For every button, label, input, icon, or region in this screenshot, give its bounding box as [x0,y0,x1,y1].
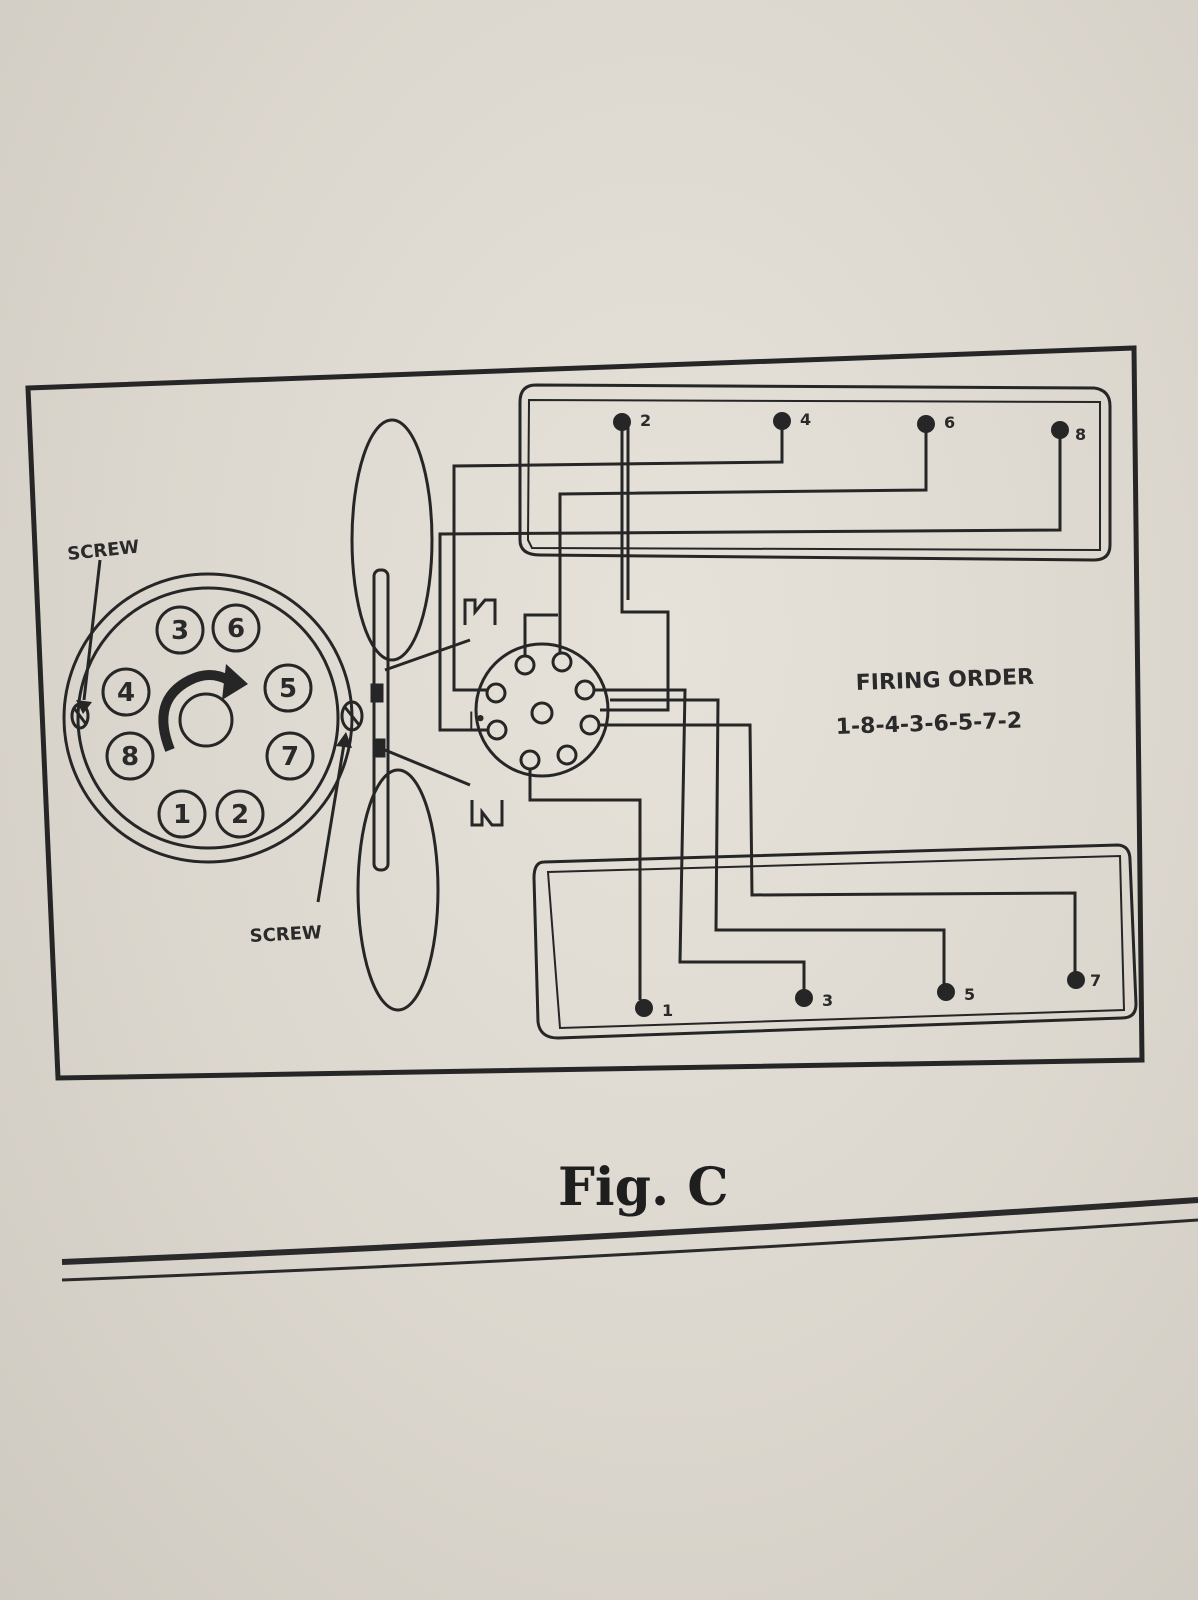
cap-terminal-label-6: 6 [227,614,245,644]
distributor-cap-large [62,559,364,903]
plug-wires-top [438,426,1062,732]
plug-label-2: 2 [640,411,651,430]
cap-terminal-2 [215,789,265,839]
cap-terminal-6 [211,603,261,653]
figure-caption: Fig. C [558,1157,729,1218]
cap-terminal-label-3: 3 [171,616,189,646]
spark-plug-7 [1067,971,1085,989]
plug-label-5: 5 [964,985,975,1004]
screw-label-bottom: SCREW [249,922,322,947]
cap-terminal-label-8: 8 [121,742,139,772]
distributor-cap-small [474,642,610,778]
spark-plugs-top [613,412,1069,439]
engine-bank-bottom [532,843,1138,1040]
plug-label-8: 8 [1075,425,1086,444]
spark-plug-1 [635,999,653,1017]
plug-label-7: 7 [1090,971,1101,990]
spark-plug-2 [613,413,631,431]
cap-terminal-label-2: 2 [231,800,249,830]
fan [350,418,440,1012]
cap-terminal-label-4: 4 [117,678,135,708]
cap-terminal-7 [265,731,315,781]
firing-order-title: FIRING ORDER [855,665,1034,696]
cap-marker: |• [468,709,486,730]
spark-plug-3 [795,989,813,1007]
engine-bank-top [518,383,1112,562]
screw-label-top: SCREW [66,537,140,565]
spark-plugs-bottom [635,971,1085,1017]
spark-plug-4 [773,412,791,430]
plug-label-6: 6 [944,413,955,432]
cap-terminal-5 [263,663,313,713]
figure-frame [25,345,1145,1081]
spark-plug-5 [937,983,955,1001]
cap-terminal-label-5: 5 [279,674,297,704]
cap-terminal-label-7: 7 [281,742,299,772]
firing-order-sequence: 1-8-4-3-6-5-7-2 [835,709,1022,740]
cap-terminal-1 [157,789,207,839]
spark-plug-6 [917,415,935,433]
plug-label-3: 3 [822,991,833,1010]
plug-label-4: 4 [800,410,811,429]
plug-label-1: 1 [662,1001,673,1020]
cap-terminal-3 [155,605,205,655]
section-divider [61,1197,1198,1282]
cap-terminal-8 [105,731,155,781]
cap-terminals [101,603,315,839]
cap-terminal-label-1: 1 [173,800,191,830]
coil-connectors [384,598,504,827]
spark-plug-8 [1051,421,1069,439]
plug-wires-bottom [528,688,1077,1000]
cap-terminal-4 [101,667,151,717]
